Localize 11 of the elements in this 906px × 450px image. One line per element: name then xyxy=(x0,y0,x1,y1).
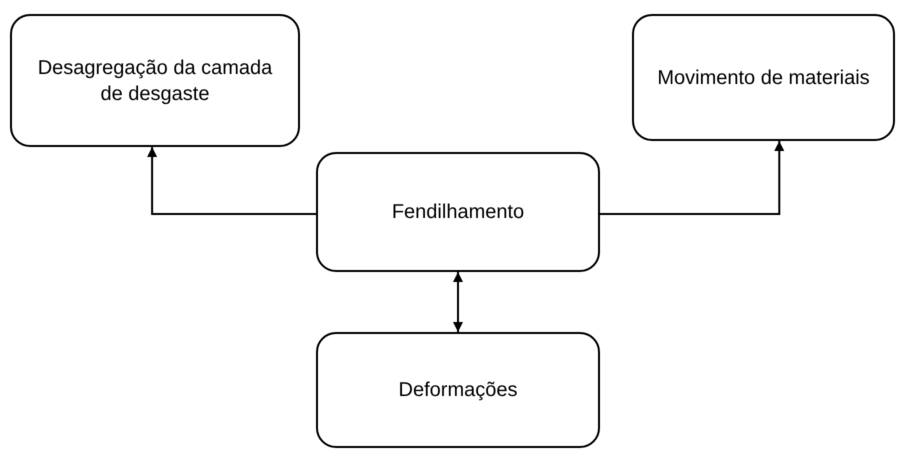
box-label: Desagregação da camada de desgaste xyxy=(36,56,274,106)
arrow xyxy=(453,272,463,332)
box-label: Movimento de materiais xyxy=(657,66,870,90)
arrow xyxy=(600,141,784,215)
process-box xyxy=(316,332,600,448)
process-box xyxy=(10,14,300,147)
box-label: Deformações xyxy=(398,378,518,403)
box-label: Fendilhamento xyxy=(392,200,524,225)
process-box xyxy=(632,14,895,141)
process-box xyxy=(316,152,600,272)
arrow xyxy=(147,147,316,215)
